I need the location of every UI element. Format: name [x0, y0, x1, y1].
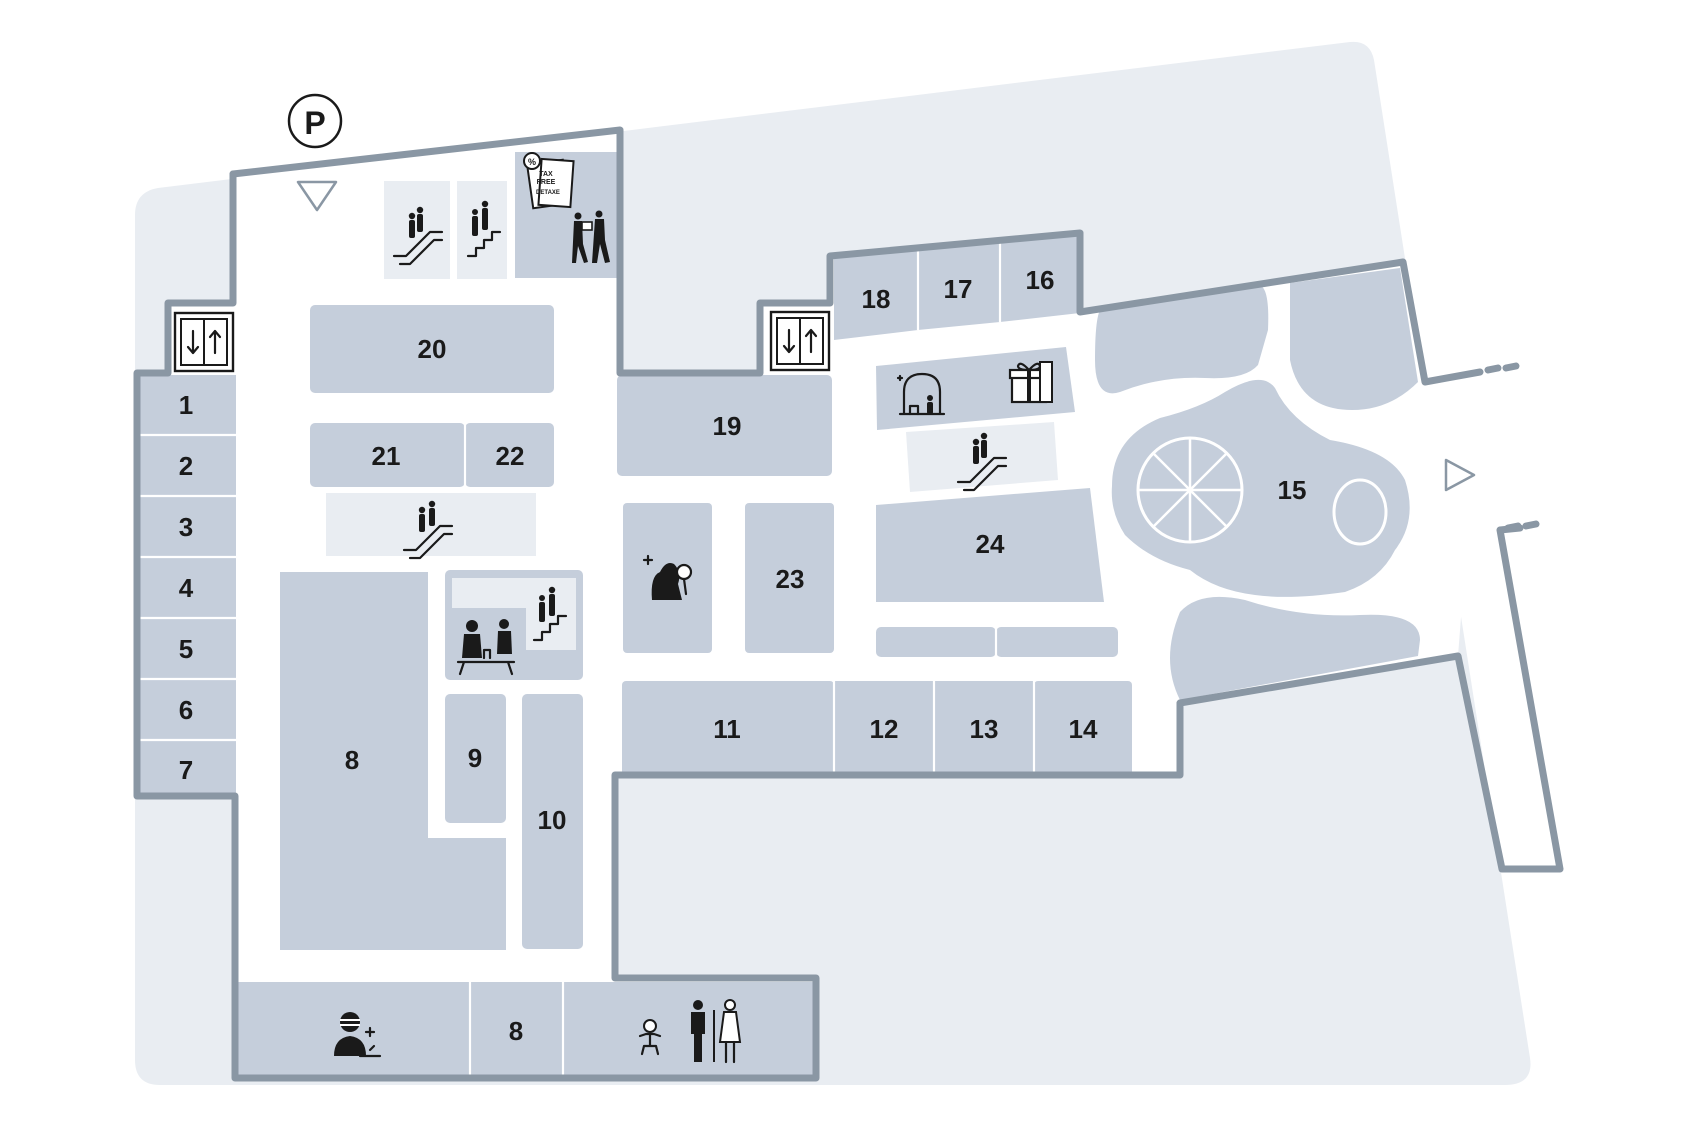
stairs-area — [457, 181, 507, 279]
unit-label-18: 18 — [862, 284, 891, 314]
unit-label-19: 19 — [713, 411, 742, 441]
unit-23[interactable] — [745, 503, 834, 653]
atrium-pool — [1332, 478, 1388, 546]
parking-icon[interactable]: P — [287, 93, 343, 149]
unit-label-22: 22 — [496, 441, 525, 471]
unit-label-12: 12 — [870, 714, 899, 744]
unit-label-3: 3 — [179, 512, 193, 542]
spa-icon — [334, 1012, 382, 1058]
unit-5[interactable] — [140, 618, 236, 679]
unit-21[interactable] — [310, 423, 465, 487]
unit-label-10: 10 — [538, 805, 567, 835]
unit-1[interactable] — [140, 375, 236, 435]
unit-label-8: 8 — [345, 745, 359, 775]
wall-dashes — [1484, 362, 1520, 374]
wall-left — [133, 170, 1564, 1082]
unit-label-8-lower: 8 — [509, 1016, 523, 1046]
escalator-icon — [956, 432, 1008, 492]
unit-11[interactable] — [622, 681, 834, 776]
lounge-gift-unit[interactable] — [876, 347, 1075, 430]
unit-13[interactable] — [934, 681, 1034, 776]
restroom-unit[interactable] — [563, 982, 816, 1078]
unit-7[interactable] — [140, 740, 236, 796]
unit-10[interactable] — [522, 694, 583, 949]
kiosk-right[interactable] — [996, 627, 1118, 657]
stairs-icon — [466, 200, 502, 258]
unit-label-4: 4 — [179, 573, 194, 603]
unit-label-16: 16 — [1026, 265, 1055, 295]
unit-12[interactable] — [834, 681, 934, 776]
tax-free-line3: DETAXE — [536, 190, 560, 196]
unit-label-14: 14 — [1069, 714, 1098, 744]
svg-text:%: % — [528, 157, 536, 167]
unit-label-6: 6 — [179, 695, 193, 725]
wall-dashes — [1504, 520, 1540, 532]
lounge-icon — [896, 372, 946, 416]
restaurant-icon — [456, 619, 516, 676]
unit-16[interactable] — [1000, 235, 1080, 322]
baby-change-icon — [638, 1019, 662, 1056]
unit-9[interactable] — [445, 694, 506, 823]
unit-2[interactable] — [140, 435, 236, 496]
unit-label-17: 17 — [944, 274, 973, 304]
parking-label: P — [304, 105, 325, 141]
unit-label-21: 21 — [372, 441, 401, 471]
unit-22[interactable] — [465, 423, 554, 487]
stairs-icon — [532, 586, 568, 642]
unit-label-15: 15 — [1278, 475, 1307, 505]
restroom-icon — [691, 999, 742, 1064]
unit-label-13: 13 — [970, 714, 999, 744]
unit-8[interactable] — [280, 572, 506, 950]
tax-free-line2: FREE — [537, 179, 556, 186]
beauty-mirror-icon — [642, 554, 693, 600]
unit-label-7: 7 — [179, 755, 193, 785]
unit-19[interactable] — [617, 375, 832, 476]
unit-label-5: 5 — [179, 634, 193, 664]
tax-free-line1: TAX — [539, 171, 553, 178]
unit-label-2: 2 — [179, 451, 193, 481]
escalator-icon — [402, 500, 454, 560]
unit-label-1: 1 — [179, 390, 193, 420]
lower-right-bay — [1170, 596, 1420, 700]
elevator-icon[interactable] — [769, 310, 831, 372]
unit-label-11: 11 — [713, 714, 741, 744]
gift-icon — [1008, 361, 1053, 404]
tax-free-icon: % TAX FREE DETAXE — [523, 152, 610, 263]
unit-24[interactable] — [876, 488, 1104, 602]
unit-label-23: 23 — [776, 564, 805, 594]
unit-17[interactable] — [918, 242, 1000, 330]
fountain-icon — [1136, 436, 1244, 544]
store-column-left — [140, 375, 236, 796]
unit-18[interactable] — [834, 249, 918, 340]
unit-3[interactable] — [140, 496, 236, 557]
escalator-icon — [392, 206, 444, 266]
wall-main — [229, 126, 1484, 386]
kiosk-left[interactable] — [876, 627, 996, 657]
unit-4[interactable] — [140, 557, 236, 618]
right-round-bay — [1290, 268, 1418, 410]
elevator-icon[interactable] — [173, 311, 235, 373]
unit-label-20: 20 — [418, 334, 447, 364]
unit-8-lower[interactable] — [470, 982, 563, 1078]
unit-14[interactable] — [1034, 681, 1132, 776]
unit-label-24: 24 — [976, 529, 1005, 559]
entrance-arrow-icon — [1444, 458, 1476, 492]
unit-6[interactable] — [140, 679, 236, 740]
entrance-arrow-icon — [296, 180, 338, 212]
upper-right-bay — [1095, 285, 1269, 394]
unit-20[interactable] — [310, 305, 554, 393]
unit-label-9: 9 — [468, 743, 482, 773]
